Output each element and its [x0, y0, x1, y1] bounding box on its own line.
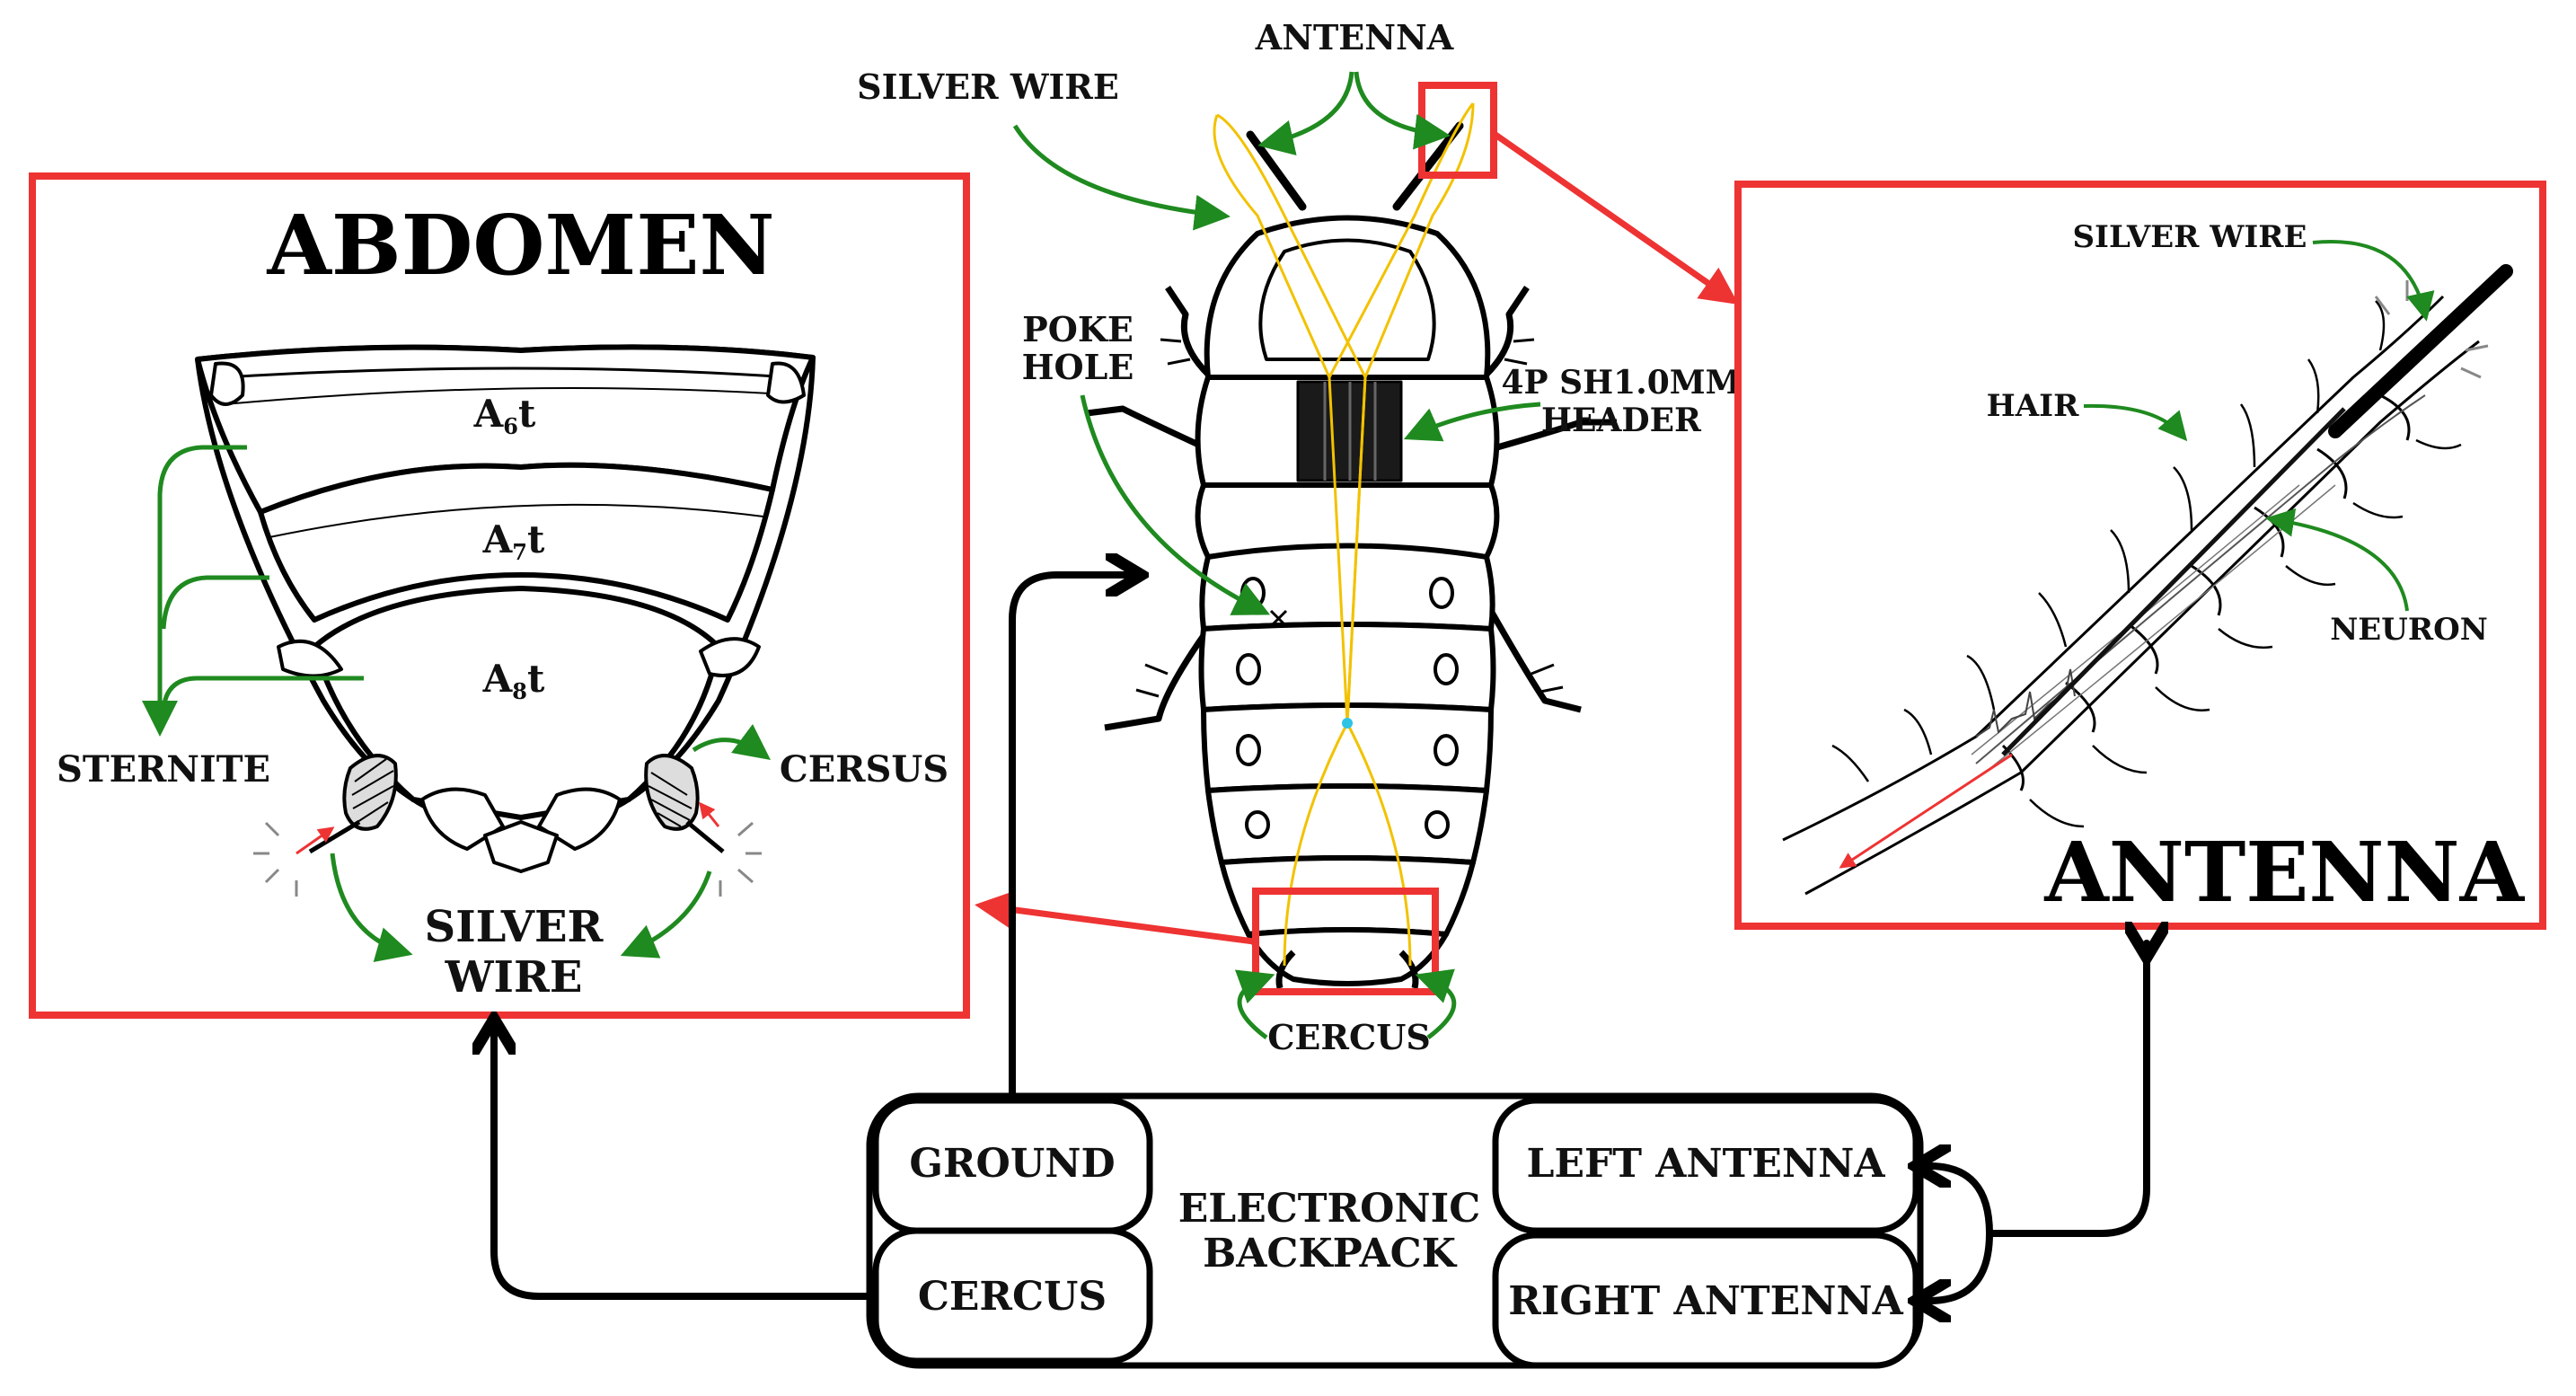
- header-label-2: HEADER: [1541, 402, 1702, 439]
- cercus-current-arrow-right: [699, 801, 720, 827]
- silver-wire-arrow-right: [620, 870, 712, 959]
- cercus-port[interactable]: CERCUS: [872, 1227, 1153, 1365]
- sternite-label: STERNITE: [57, 748, 270, 791]
- antenna-arrow-left: [1257, 71, 1354, 156]
- cockroach-illustration: [1086, 121, 1617, 989]
- poke-hole-label-2: HOLE: [1022, 347, 1134, 387]
- antenna-current-arrow: [1839, 753, 2013, 869]
- poke-hole-label-1: POKE: [1022, 309, 1134, 349]
- ground-port[interactable]: GROUND: [872, 1097, 1153, 1234]
- header-label-1: 4P SH1.0MM: [1502, 364, 1742, 402]
- segment-label-a7: A7t: [482, 517, 545, 565]
- antenna-silver-wire-label: SILVER WIRE: [2073, 219, 2307, 255]
- connector-arrows: [494, 575, 2147, 1301]
- antenna-arrow-right: [1354, 71, 1451, 150]
- silver-wire-arrow-left: [330, 853, 413, 962]
- left-antenna-port[interactable]: LEFT ANTENNA: [1492, 1097, 1919, 1234]
- cersus-arrow: [692, 724, 772, 760]
- cercus-bottom-label: CERCUS: [1267, 1017, 1431, 1057]
- segment-label-a6: A6t: [473, 392, 536, 439]
- to-left-antenna-arrow: [1929, 1166, 1993, 1237]
- abdomen-panel: ABDOMEN: [29, 172, 970, 1019]
- top-silver-wire-arrow: [1012, 124, 1231, 231]
- cercus-port-label: CERCUS: [918, 1274, 1107, 1320]
- spark-icon-right: [719, 821, 762, 897]
- cercus-highlight: [1252, 888, 1439, 995]
- right-antenna-port-label: RIGHT ANTENNA: [1508, 1278, 1903, 1324]
- abdomen-title: ABDOMEN: [266, 197, 774, 294]
- cercus-current-arrow-left: [296, 826, 335, 855]
- antenna-to-ports-trunk: [1986, 943, 2147, 1237]
- abdomen-silver-wire-label-1: SILVER: [425, 902, 604, 952]
- antenna-panel-title: ANTENNA: [2043, 824, 2525, 921]
- neuron-label: NEURON: [2330, 612, 2488, 648]
- poke-hole-arrow: [1080, 394, 1270, 615]
- antenna-frame: [1734, 181, 2546, 930]
- top-silver-wire-label: SILVER WIRE: [857, 66, 1119, 107]
- neuron-arrow: [2265, 508, 2409, 612]
- silver-wire-paths: [1213, 102, 1475, 967]
- ground-port-label: GROUND: [909, 1141, 1115, 1187]
- top-antenna-label: ANTENNA: [1255, 17, 1454, 57]
- cersus-label: CERSUS: [780, 748, 948, 791]
- antenna-closeup: [1782, 295, 2480, 896]
- antenna-zoom-arrow: [1493, 132, 1739, 305]
- to-right-antenna-arrow: [1929, 1230, 1993, 1301]
- right-antenna-port[interactable]: RIGHT ANTENNA: [1492, 1232, 1919, 1369]
- abdomen-silver-wire-label-2: WIRE: [445, 952, 583, 1003]
- antenna-silver-wire-rod: [2328, 264, 2513, 438]
- wire-junction-dot: [1342, 718, 1353, 729]
- abdomen-illustration: [195, 344, 816, 873]
- abdomen-zoom-arrow: [975, 890, 1255, 945]
- hair-label: HAIR: [1987, 388, 2079, 424]
- cercus-to-abdomen-arrow: [494, 1033, 873, 1300]
- hair-arrow: [2083, 403, 2188, 442]
- electronic-backpack: ELECTRONIC BACKPACK GROUND CERCUS LEFT A…: [866, 1092, 1924, 1369]
- segment-label-a8: A8t: [482, 657, 545, 704]
- spark-icon-left: [253, 821, 298, 897]
- antenna-silver-wire-arrow: [2312, 240, 2435, 322]
- backpack-title-2: BACKPACK: [1203, 1231, 1458, 1277]
- ground-to-body-arrow: [1009, 575, 1127, 1100]
- left-antenna-port-label: LEFT ANTENNA: [1527, 1141, 1886, 1187]
- poke-hole-marker: [1269, 609, 1288, 628]
- cercus-arrow-right: [1415, 968, 1457, 1039]
- antenna-panel: ANTENNA: [1734, 181, 2546, 930]
- cercus-arrow-left: [1234, 969, 1275, 1039]
- backpack-title-1: ELECTRONIC: [1178, 1186, 1481, 1232]
- header-arrow: [1403, 402, 1541, 442]
- sternite-pointers: [142, 445, 364, 737]
